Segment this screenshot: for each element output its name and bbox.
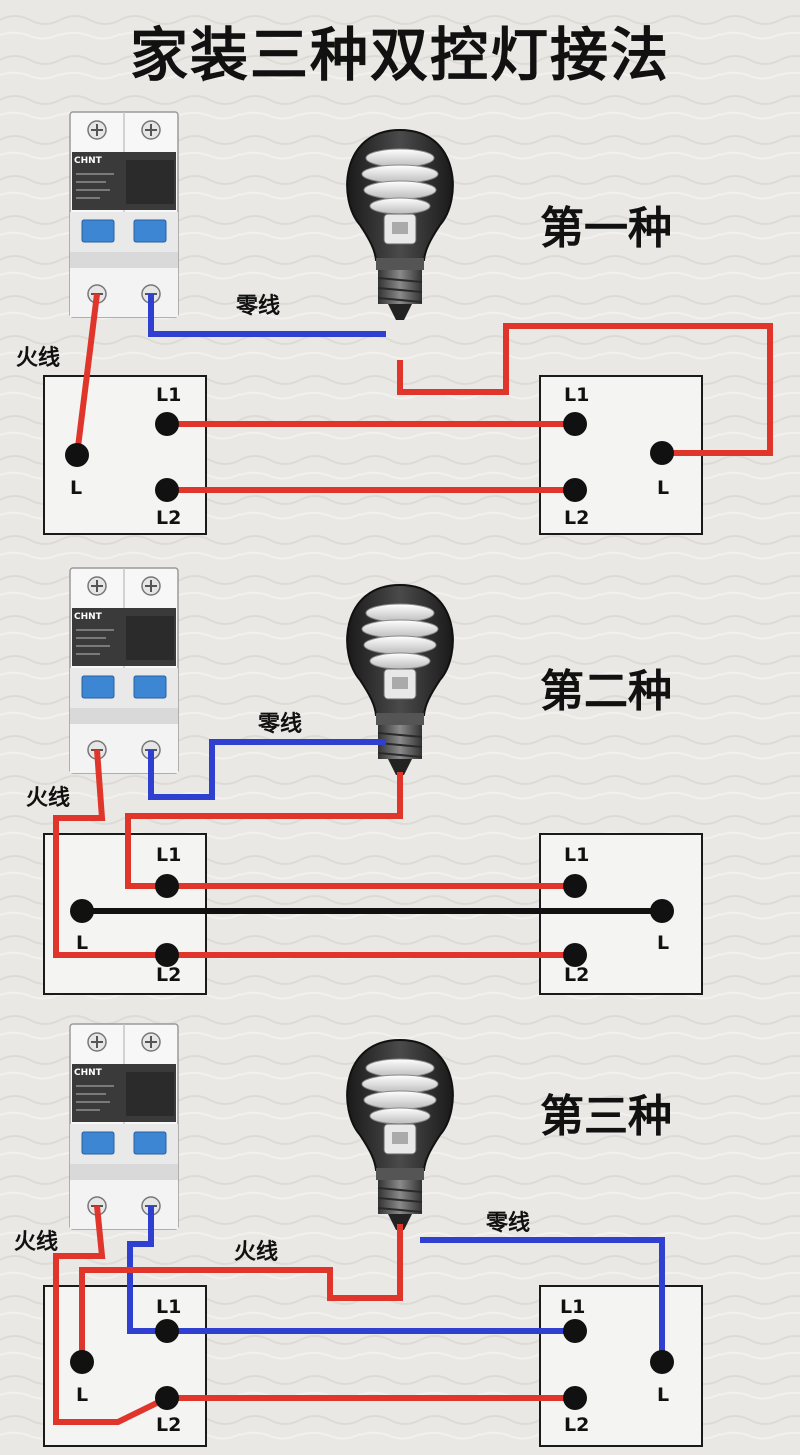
live-label-3a: 火线 [14,1230,59,1255]
live-wire-2 [53,749,575,958]
term-label-l-right-1: L [657,477,670,499]
breaker-2-brand: CHNT [74,612,102,622]
term-label-l2-right-2: L2 [564,964,590,986]
breaker-2 [69,567,179,774]
terminal-l-right-1 [650,441,674,465]
term-label-l2-right-3: L2 [564,1414,590,1436]
scheme-2-title: 第二种 [540,666,672,717]
term-label-l2-left-2: L2 [156,964,182,986]
terminal-l-left-3 [70,1350,94,1374]
term-label-l-right-2: L [657,932,670,954]
live-wire-3 [53,1205,169,1425]
live-label-1: 火线 [16,346,61,371]
terminal-l-left-1 [65,443,89,467]
lamp-wire-2 [125,772,575,889]
neutral-wire-3 [127,1206,575,1334]
scheme-1 [43,111,773,535]
neutral-label-3: 零线 [486,1211,531,1236]
scheme-1-title: 第一种 [540,203,672,254]
terminal-l-left-2 [70,899,94,923]
terminal-l1-right-3 [563,1319,587,1343]
neutral-wire-2 [148,739,386,800]
term-label-l1-right-3: L1 [560,1296,586,1318]
live-label-3b: 火线 [234,1240,279,1265]
term-label-l-left-1: L [70,477,83,499]
term-label-l-left-2: L [76,932,89,954]
terminal-l2-right-3 [563,1386,587,1410]
term-label-l-right-3: L [657,1384,670,1406]
breaker-3 [69,1023,179,1230]
terminal-l1-right-2 [563,874,587,898]
terminal-l1-left-1 [155,412,179,436]
scheme-2 [43,567,703,995]
terminal-l2-right-1 [563,478,587,502]
terminal-l1-left-3 [155,1319,179,1343]
term-label-l2-left-1: L2 [156,507,182,529]
terminal-l2-left-2 [155,943,179,967]
breaker-3-brand: CHNT [74,1068,102,1078]
breaker-1-brand: CHNT [74,156,102,166]
term-label-l1-left-2: L1 [156,844,182,866]
term-label-l1-right-2: L1 [564,844,590,866]
terminal-l-right-3 [650,1350,674,1374]
terminal-l1-right-1 [563,412,587,436]
neutral-lamp-wire-3 [420,1237,665,1362]
neutral-label-1: 零线 [236,294,281,319]
scheme-3-title: 第三种 [540,1091,672,1142]
lamp-live-wire-3 [79,1224,403,1362]
term-label-l2-left-3: L2 [156,1414,182,1436]
term-label-l1-left-1: L1 [156,384,182,406]
terminal-l2-left-1 [155,478,179,502]
live-label-2: 火线 [26,786,71,811]
terminal-l-right-2 [650,899,674,923]
lamp-wire-1 [397,323,773,456]
scheme-3 [43,1023,703,1447]
page-title: 家装三种双控灯接法 [129,21,670,89]
term-label-l1-right-1: L1 [564,384,590,406]
terminal-l1-left-2 [155,874,179,898]
neutral-wire-1 [148,294,386,337]
breaker-1 [69,111,179,318]
neutral-label-2: 零线 [258,712,303,737]
term-label-l1-left-3: L1 [156,1296,182,1318]
term-label-l2-right-1: L2 [564,507,590,529]
switch-right-3 [539,1285,703,1447]
terminal-l2-left-3 [155,1386,179,1410]
term-label-l-left-3: L [76,1384,89,1406]
live-wire-1 [74,293,100,456]
terminal-l2-right-2 [563,943,587,967]
